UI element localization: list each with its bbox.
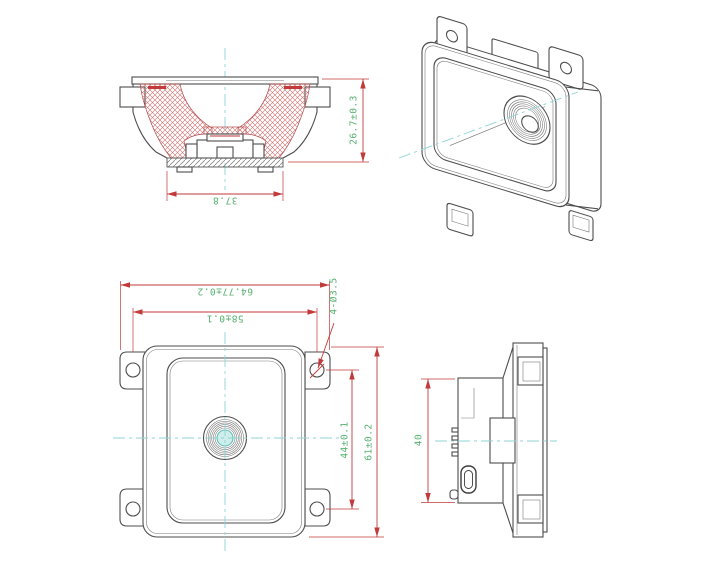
usb-port bbox=[460, 465, 477, 494]
dim-section-height: 26.7±0.3 bbox=[288, 78, 369, 163]
isometric-view bbox=[398, 16, 602, 242]
dim-section-height-text: 26.7±0.3 bbox=[349, 95, 360, 145]
foot-right bbox=[257, 166, 274, 173]
dim-front-overall-height: 61±0.2 bbox=[309, 346, 384, 538]
hatched-wall-left bbox=[139, 83, 213, 159]
shell-left bbox=[132, 84, 168, 159]
side-back-strip bbox=[542, 347, 548, 533]
dim-front-mount-holes: 4-Ø3.5 bbox=[309, 277, 340, 379]
dim-side-height-text: 40 bbox=[414, 434, 425, 446]
dim-front-hole-pitch-width-text: 58±0.1 bbox=[206, 313, 243, 324]
side-pins bbox=[451, 427, 459, 457]
lens-tower-core bbox=[216, 146, 234, 159]
dim-front-overall-width: 64.77±0.2 bbox=[120, 281, 330, 350]
hatched-lens-seat bbox=[203, 126, 247, 135]
foot-left bbox=[176, 166, 193, 173]
section-view: 37.8 26.7±0.3 bbox=[119, 48, 369, 206]
iso-front-panel bbox=[433, 57, 557, 192]
dim-front-overall-width-text: 64.77±0.2 bbox=[197, 286, 253, 297]
iso-lens bbox=[503, 95, 551, 145]
side-corner-tabs bbox=[517, 356, 544, 524]
dim-front-hole-pitch-width: 58±0.1 bbox=[132, 308, 318, 352]
component-right bbox=[252, 143, 265, 159]
side-center-block bbox=[489, 417, 516, 464]
side-view: 40 bbox=[414, 342, 557, 538]
dim-side-height: 40 bbox=[414, 378, 455, 503]
iso-mount-hole bbox=[445, 29, 459, 43]
dim-front-hole-pitch-height-text: 44±0.1 bbox=[340, 421, 351, 458]
side-step-detail bbox=[461, 388, 475, 419]
front-view: 64.77±0.2 58±0.1 4-Ø3.5 44±0.1 61±0.2 bbox=[113, 277, 384, 552]
dim-front-hole-pitch-height: 44±0.1 bbox=[326, 369, 359, 510]
seal-left bbox=[148, 86, 166, 89]
shell-right bbox=[282, 84, 318, 159]
pcb-section bbox=[166, 157, 284, 168]
lens-tower-top bbox=[206, 133, 244, 142]
iso-centerline bbox=[398, 91, 579, 159]
iso-mount-hole bbox=[559, 61, 573, 75]
seal-right bbox=[284, 86, 302, 89]
dim-section-width-text: 37.8 bbox=[213, 195, 238, 206]
dim-front-overall-height-text: 61±0.2 bbox=[364, 423, 375, 460]
component-left bbox=[185, 143, 198, 159]
side-bump bbox=[449, 489, 459, 500]
dim-section-width: 37.8 bbox=[166, 171, 284, 206]
dim-front-mount-holes-text: 4-Ø3.5 bbox=[329, 277, 340, 314]
